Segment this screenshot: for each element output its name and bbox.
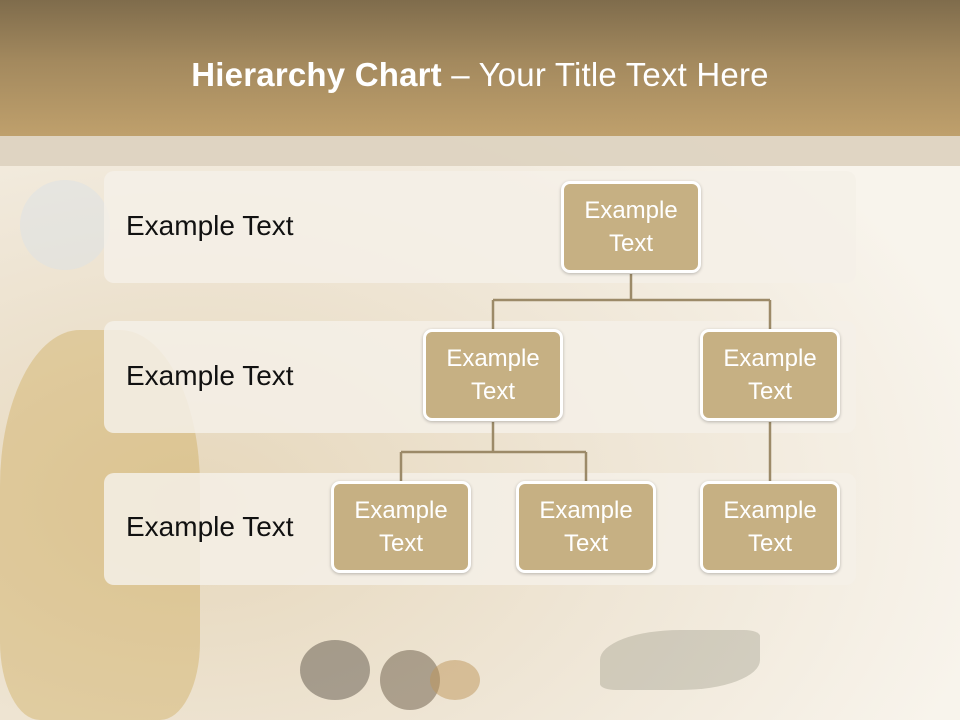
node-level2-left[interactable]: Example Text: [423, 329, 563, 421]
connector-left-to-level3: [399, 422, 588, 482]
node-level3-c[interactable]: Example Text: [700, 481, 840, 573]
level-band-1: [104, 171, 856, 283]
title-rest: – Your Title Text Here: [441, 56, 769, 93]
band-label-2: Example Text: [126, 360, 294, 391]
title-bold: Hierarchy Chart: [191, 56, 442, 93]
title-bar: [0, 0, 960, 136]
node-level2-right[interactable]: Example Text: [700, 329, 840, 421]
connector-root-to-level2: [491, 274, 772, 330]
header-strip: [0, 136, 960, 166]
band-label-1: Example Text: [126, 210, 294, 241]
node-level3-a[interactable]: Example Text: [331, 481, 471, 573]
node-level3-b[interactable]: Example Text: [516, 481, 656, 573]
slide-title: Hierarchy Chart – Your Title Text Here: [0, 56, 960, 94]
node-root[interactable]: Example Text: [561, 181, 701, 273]
band-label-3: Example Text: [126, 511, 294, 542]
